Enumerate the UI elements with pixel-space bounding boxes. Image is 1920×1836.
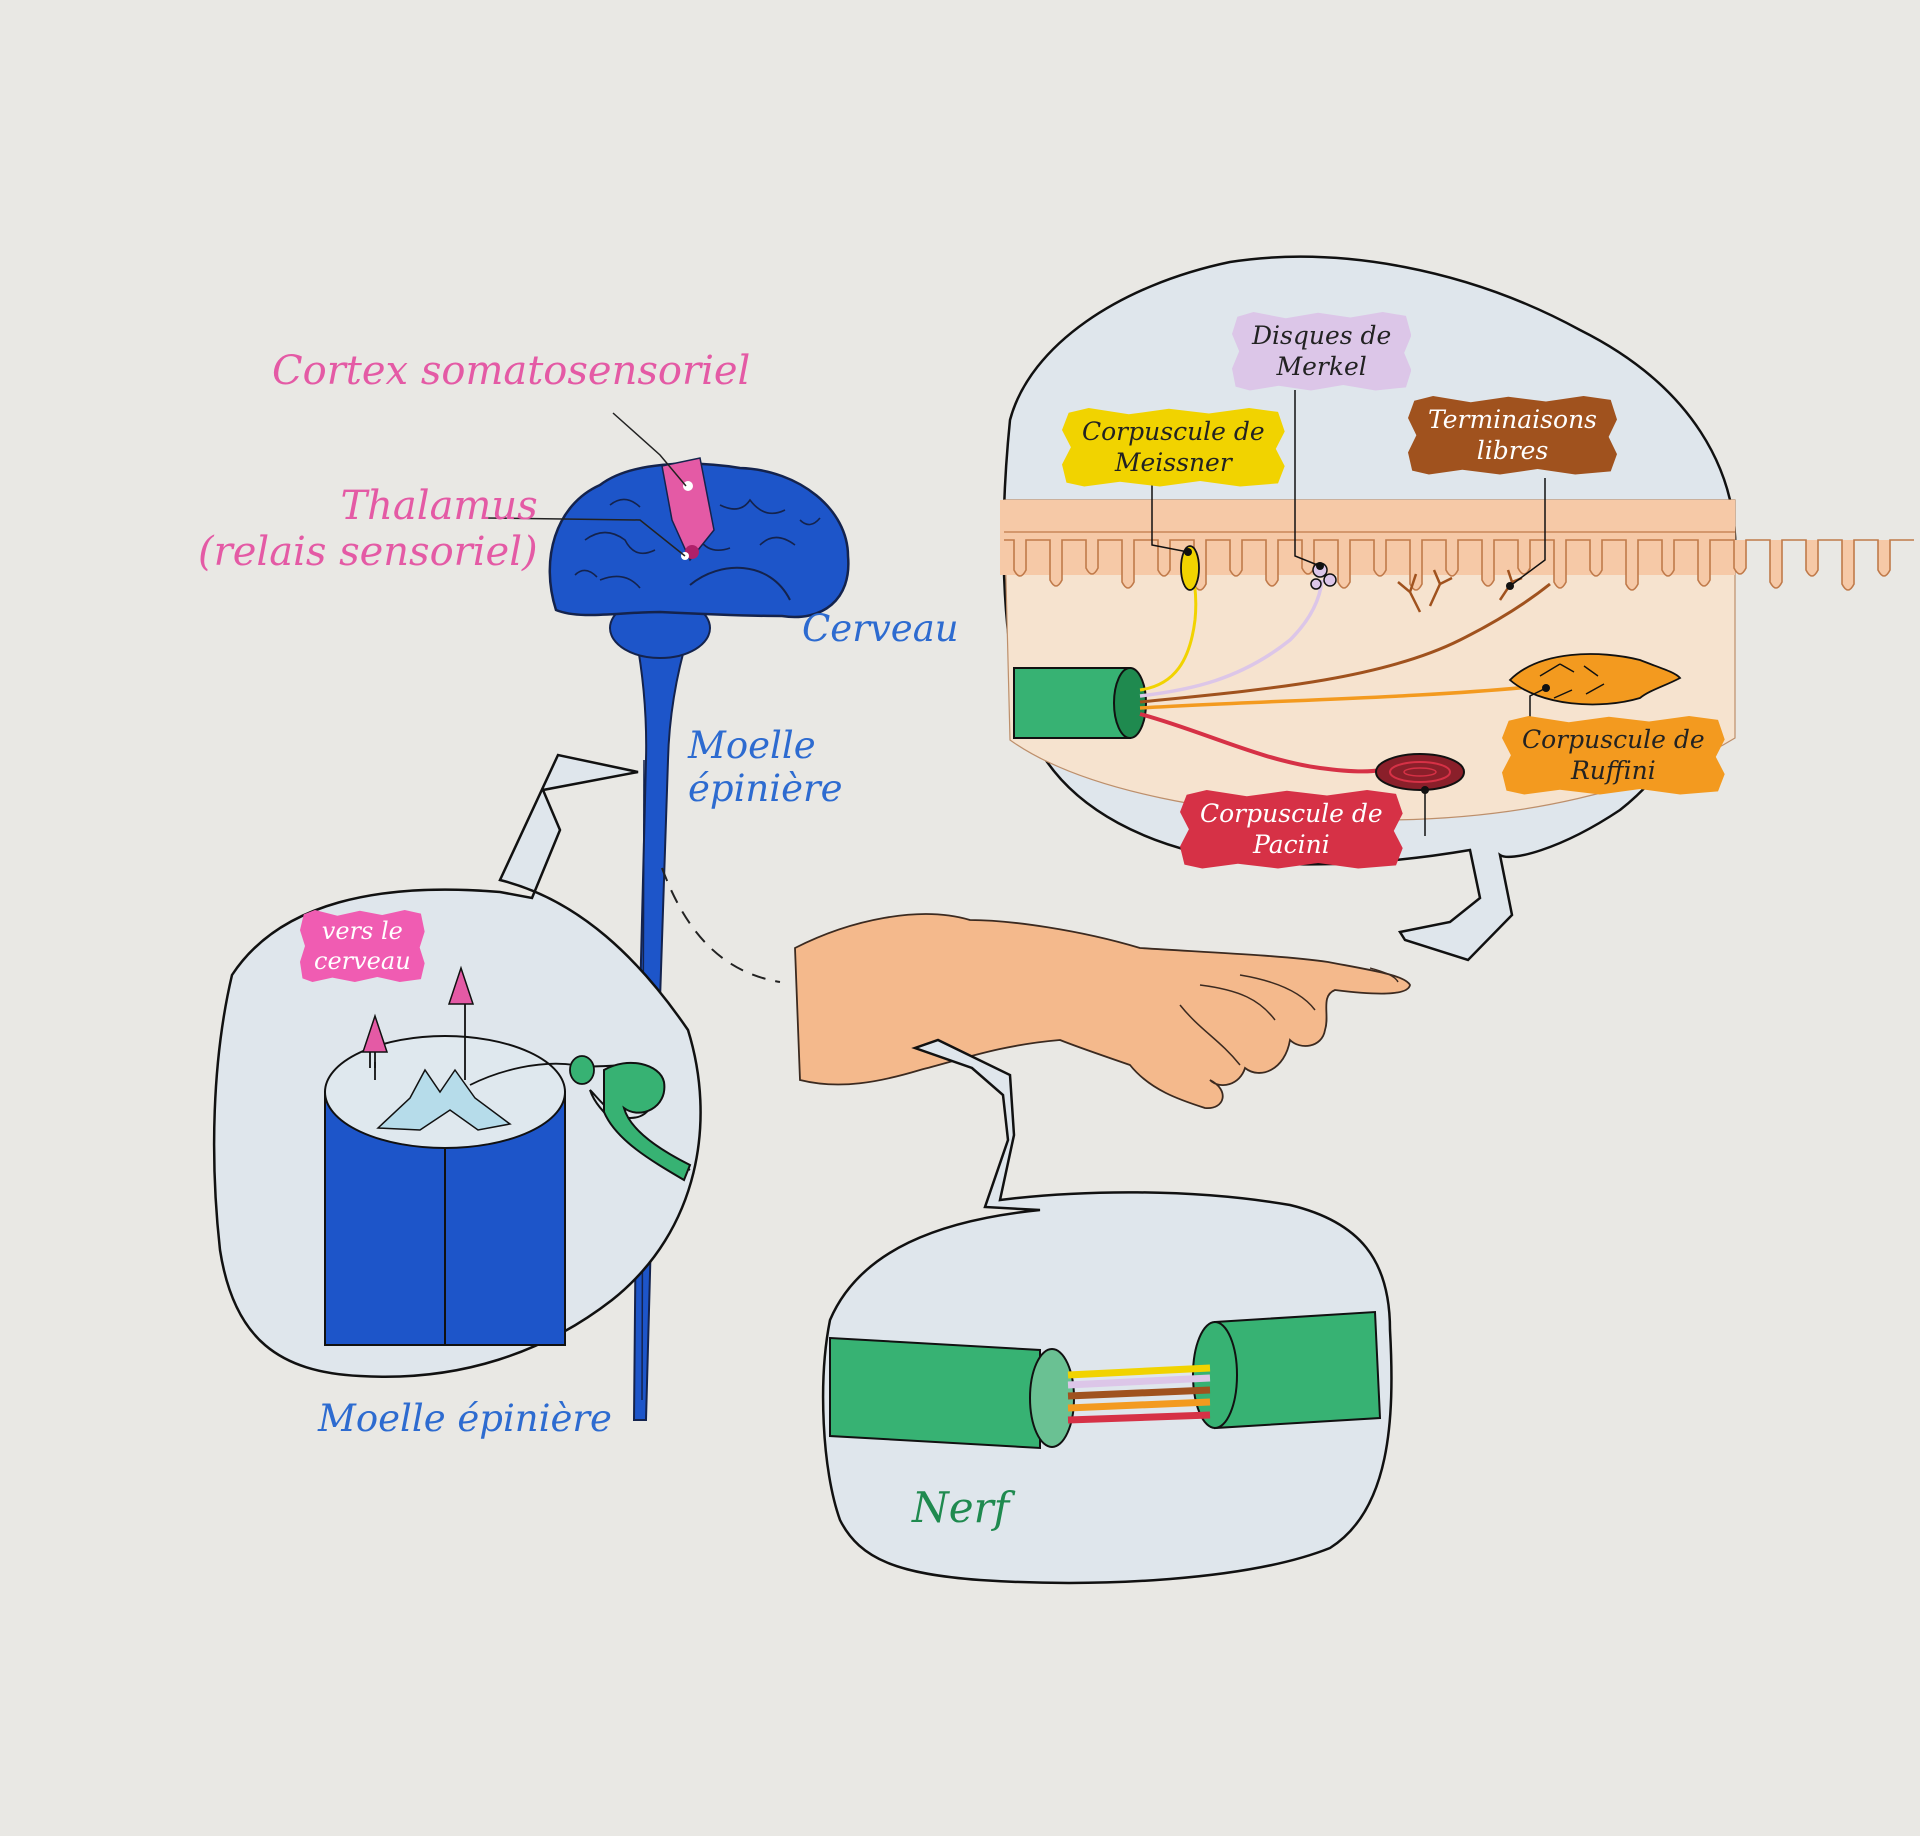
dashed-path	[661, 867, 781, 983]
hand-icon	[794, 913, 1411, 1109]
pacini-label: Corpuscule de Pacini	[1180, 790, 1403, 869]
free-endings-label: Terminaisons libres	[1408, 396, 1617, 475]
to-brain-label-line2: cerveau	[314, 947, 411, 975]
thalamus-label: Thalamus (relais sensoriel)	[198, 483, 538, 575]
spinal-section-bubble	[212, 753, 702, 1378]
free-endings-label-line2: libres	[1476, 436, 1549, 466]
brain-label: Cerveau	[802, 607, 959, 650]
thalamus-label-line2: (relais sensoriel)	[198, 529, 538, 575]
merkel-label-line1: Disques de	[1252, 321, 1392, 350]
pacini-label-line1: Corpuscule de	[1200, 799, 1383, 828]
spinal-section-label: Moelle épinière	[318, 1397, 612, 1440]
spinal-cord-label-line2: épinière	[688, 766, 843, 810]
pacini-label-line2: Pacini	[1253, 830, 1330, 860]
free-endings-label-line1: Terminaisons	[1428, 405, 1597, 434]
nerve-section-bubble	[821, 1038, 1393, 1585]
meissner-label-line2: Meissner	[1114, 448, 1232, 478]
thalamus-leader	[485, 517, 686, 557]
to-brain-label: vers le cerveau	[300, 910, 425, 982]
ruffini-label: Corpuscule de Ruffini	[1502, 716, 1725, 795]
spinal-cord-label: Moelle épinière	[688, 724, 843, 810]
nerve-label: Nerf	[912, 1483, 1010, 1532]
spinal-cord-label-line1: Moelle	[688, 724, 816, 767]
meissner-label-line1: Corpuscule de	[1082, 417, 1265, 446]
thalamus-label-line1: Thalamus	[340, 483, 538, 529]
ruffini-label-line1: Corpuscule de	[1522, 725, 1705, 754]
arrow-up-icon	[361, 965, 475, 1080]
cortex-label: Cortex somatosensoriel	[272, 348, 751, 394]
merkel-label: Disques de Merkel	[1232, 312, 1412, 391]
merkel-label-line2: Merkel	[1276, 352, 1367, 382]
cortex-leader	[612, 412, 687, 487]
ruffini-label-line2: Ruffini	[1570, 756, 1656, 786]
brain-icon	[548, 457, 850, 659]
skin-section-bubble	[1000, 255, 1914, 962]
to-brain-label-line1: vers le	[321, 917, 403, 945]
meissner-label: Corpuscule de Meissner	[1062, 408, 1285, 487]
